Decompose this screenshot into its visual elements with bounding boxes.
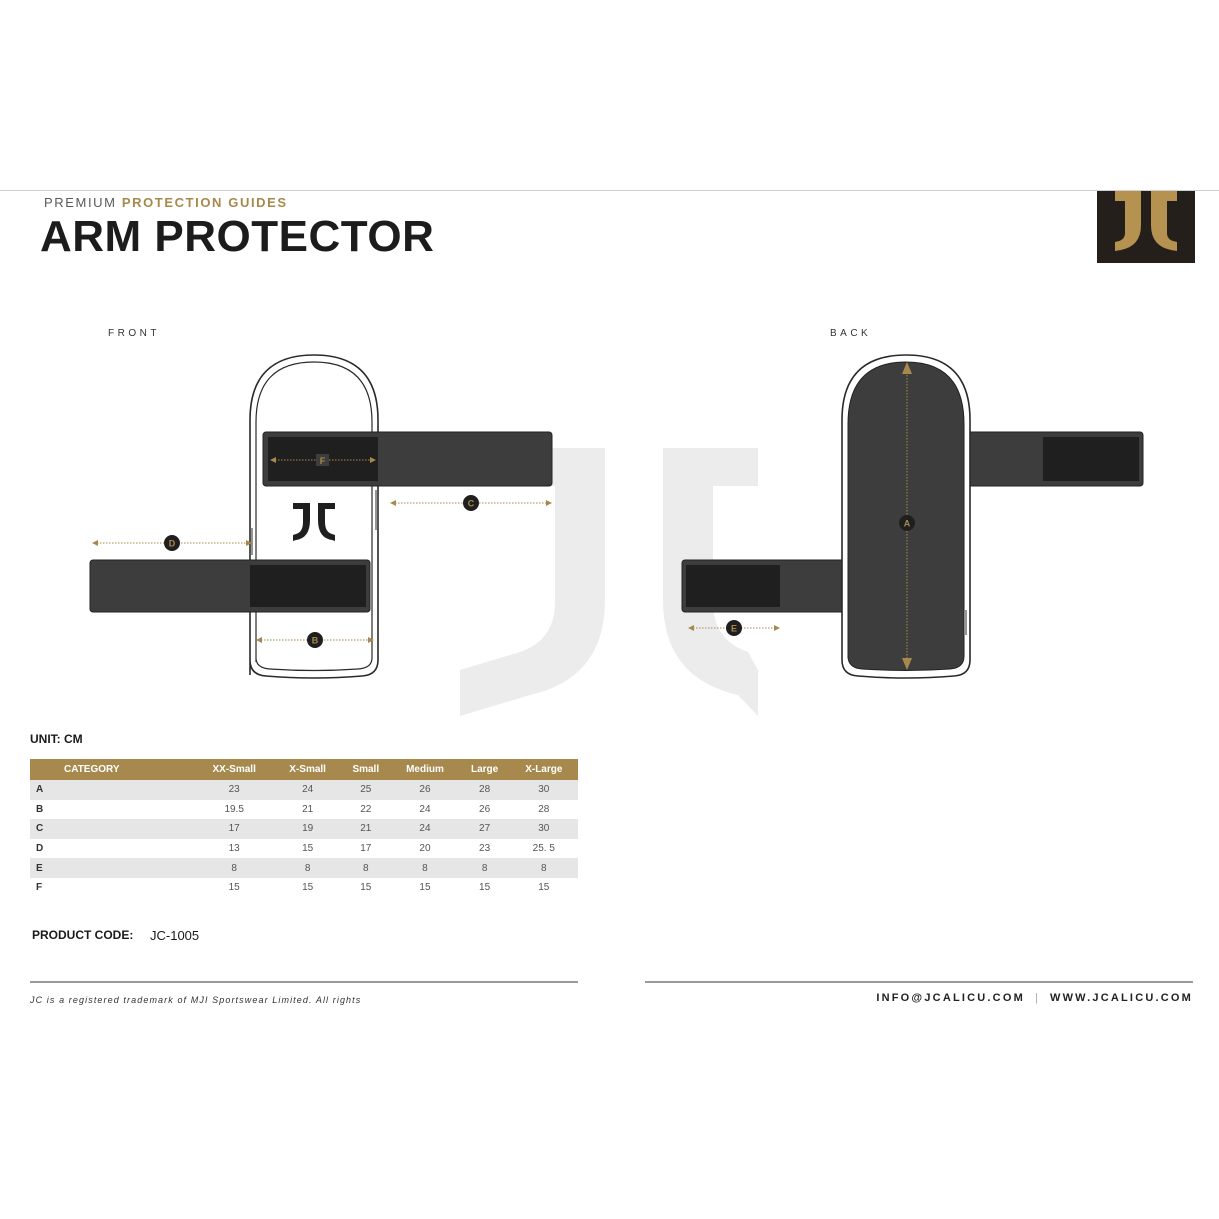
- table-cell: 24: [390, 819, 460, 839]
- table-cell: 23: [194, 780, 274, 800]
- unit-label: UNIT: CM: [30, 732, 83, 746]
- dimension-e: E: [688, 620, 780, 636]
- table-row: D 13 15 17 20 23 25. 5: [30, 839, 578, 859]
- table-cell: 19: [273, 819, 342, 839]
- table-cell: 21: [302, 803, 314, 815]
- table-row: F 15 15 15 15 15 15: [30, 878, 578, 898]
- arm-protector-diagram: F C D B A: [89, 354, 1144, 716]
- size-chart-table: CATEGORY XX-Small X-Small Small Medium L…: [30, 759, 578, 898]
- dimension-e-label: E: [731, 624, 737, 634]
- dimension-d: D: [92, 535, 252, 551]
- front-shell: [249, 354, 379, 679]
- table-cell: 26: [390, 780, 460, 800]
- back-lower-strap: [681, 559, 853, 613]
- table-cell: 8: [273, 858, 342, 878]
- table-cell: 28: [459, 780, 510, 800]
- contact-info: INFO@JCALICU.COM | WWW.JCALICU.COM: [876, 992, 1193, 1004]
- header-x-small: X-Small: [273, 759, 342, 780]
- table-cell: F: [36, 882, 43, 894]
- header-small: Small: [341, 759, 391, 780]
- table-cell: 15: [228, 882, 240, 894]
- table-cell: 13: [228, 843, 240, 855]
- eyebrow-light: PREMIUM: [44, 195, 117, 210]
- dimension-d-label: D: [169, 539, 176, 549]
- table-cell: 15: [360, 882, 372, 894]
- table-cell: 8: [390, 858, 460, 878]
- table-cell: 21: [341, 819, 391, 839]
- page-title: ARM PROTECTOR: [40, 212, 435, 261]
- header-xx-small: XX-Small: [194, 759, 274, 780]
- table-cell: B: [36, 803, 44, 815]
- front-jc-mark-icon: [293, 503, 335, 541]
- table-cell: 8: [194, 858, 274, 878]
- front-upper-strap: [262, 431, 553, 487]
- table-cell: 15: [302, 882, 314, 894]
- back-upper-strap: [959, 431, 1144, 487]
- table-cell: 17: [194, 819, 274, 839]
- header-category: CATEGORY: [30, 759, 195, 780]
- table-cell: 30: [509, 819, 578, 839]
- email-link[interactable]: INFO@JCALICU.COM: [876, 992, 1025, 1004]
- table-cell: 17: [360, 843, 372, 855]
- table-cell: 25. 5: [532, 843, 555, 855]
- dimension-b: B: [256, 632, 374, 648]
- header-large: Large: [459, 759, 510, 780]
- jc-logo-icon: [1115, 191, 1177, 251]
- footer-divider-left: [30, 981, 578, 983]
- dimension-c: C: [390, 495, 552, 511]
- table-cell: A: [30, 780, 195, 800]
- front-lower-strap: [89, 559, 371, 613]
- dimension-a: A: [899, 362, 915, 670]
- dimension-f-label: F: [320, 456, 326, 466]
- dimension-c-label: C: [468, 499, 475, 509]
- header-x-large: X-Large: [509, 759, 578, 780]
- table-cell: 22: [360, 803, 372, 815]
- table-row: B 19.5 21 22 24 26 28: [30, 800, 578, 820]
- dimension-a-label: A: [904, 519, 911, 529]
- dimension-f: F: [270, 454, 376, 466]
- table-row: E 8 8 8 8 8 8: [30, 858, 578, 878]
- eyebrow-bold: PROTECTION GUIDES: [121, 195, 288, 210]
- table-cell: 27: [459, 819, 510, 839]
- table-cell: D: [36, 843, 44, 855]
- section-eyebrow: PREMIUM PROTECTION GUIDES: [44, 195, 288, 210]
- table-cell: 24: [273, 780, 342, 800]
- table-row: A 23 24 25 26 28 30: [30, 780, 578, 800]
- table-cell: 20: [419, 843, 431, 855]
- table-cell: 15: [419, 882, 431, 894]
- trademark-notice: JC is a registered trademark of MJI Spor…: [30, 995, 362, 1005]
- table-row: C 17 19 21 24 27 30: [30, 819, 578, 839]
- table-cell: 15: [479, 882, 491, 894]
- website-link[interactable]: WWW.JCALICU.COM: [1050, 992, 1193, 1004]
- table-cell: 8: [341, 858, 391, 878]
- contact-separator: |: [1034, 992, 1041, 1004]
- table-cell: 28: [538, 803, 550, 815]
- back-view-label: BACK: [830, 328, 872, 339]
- brand-logo: [1097, 191, 1195, 263]
- table-cell: C: [30, 819, 195, 839]
- table-cell: 24: [419, 803, 431, 815]
- table-cell: 25: [341, 780, 391, 800]
- table-cell: 15: [302, 843, 314, 855]
- table-cell: 8: [459, 858, 510, 878]
- table-cell: 26: [479, 803, 491, 815]
- table-cell: 30: [509, 780, 578, 800]
- top-divider: [0, 190, 1219, 191]
- table-cell: 8: [509, 858, 578, 878]
- product-code-value: JC-1005: [150, 928, 200, 943]
- table-cell: 23: [479, 843, 491, 855]
- front-view-label: FRONT: [108, 328, 160, 339]
- dimension-b-label: B: [312, 636, 319, 646]
- product-code-label: PRODUCT CODE:: [32, 928, 134, 942]
- footer-divider-right: [645, 981, 1193, 983]
- table-cell: E: [30, 858, 195, 878]
- table-header-row: CATEGORY XX-Small X-Small Small Medium L…: [30, 759, 578, 780]
- table-cell: 15: [538, 882, 550, 894]
- header-medium: Medium: [390, 759, 460, 780]
- table-cell: 19.5: [224, 803, 244, 815]
